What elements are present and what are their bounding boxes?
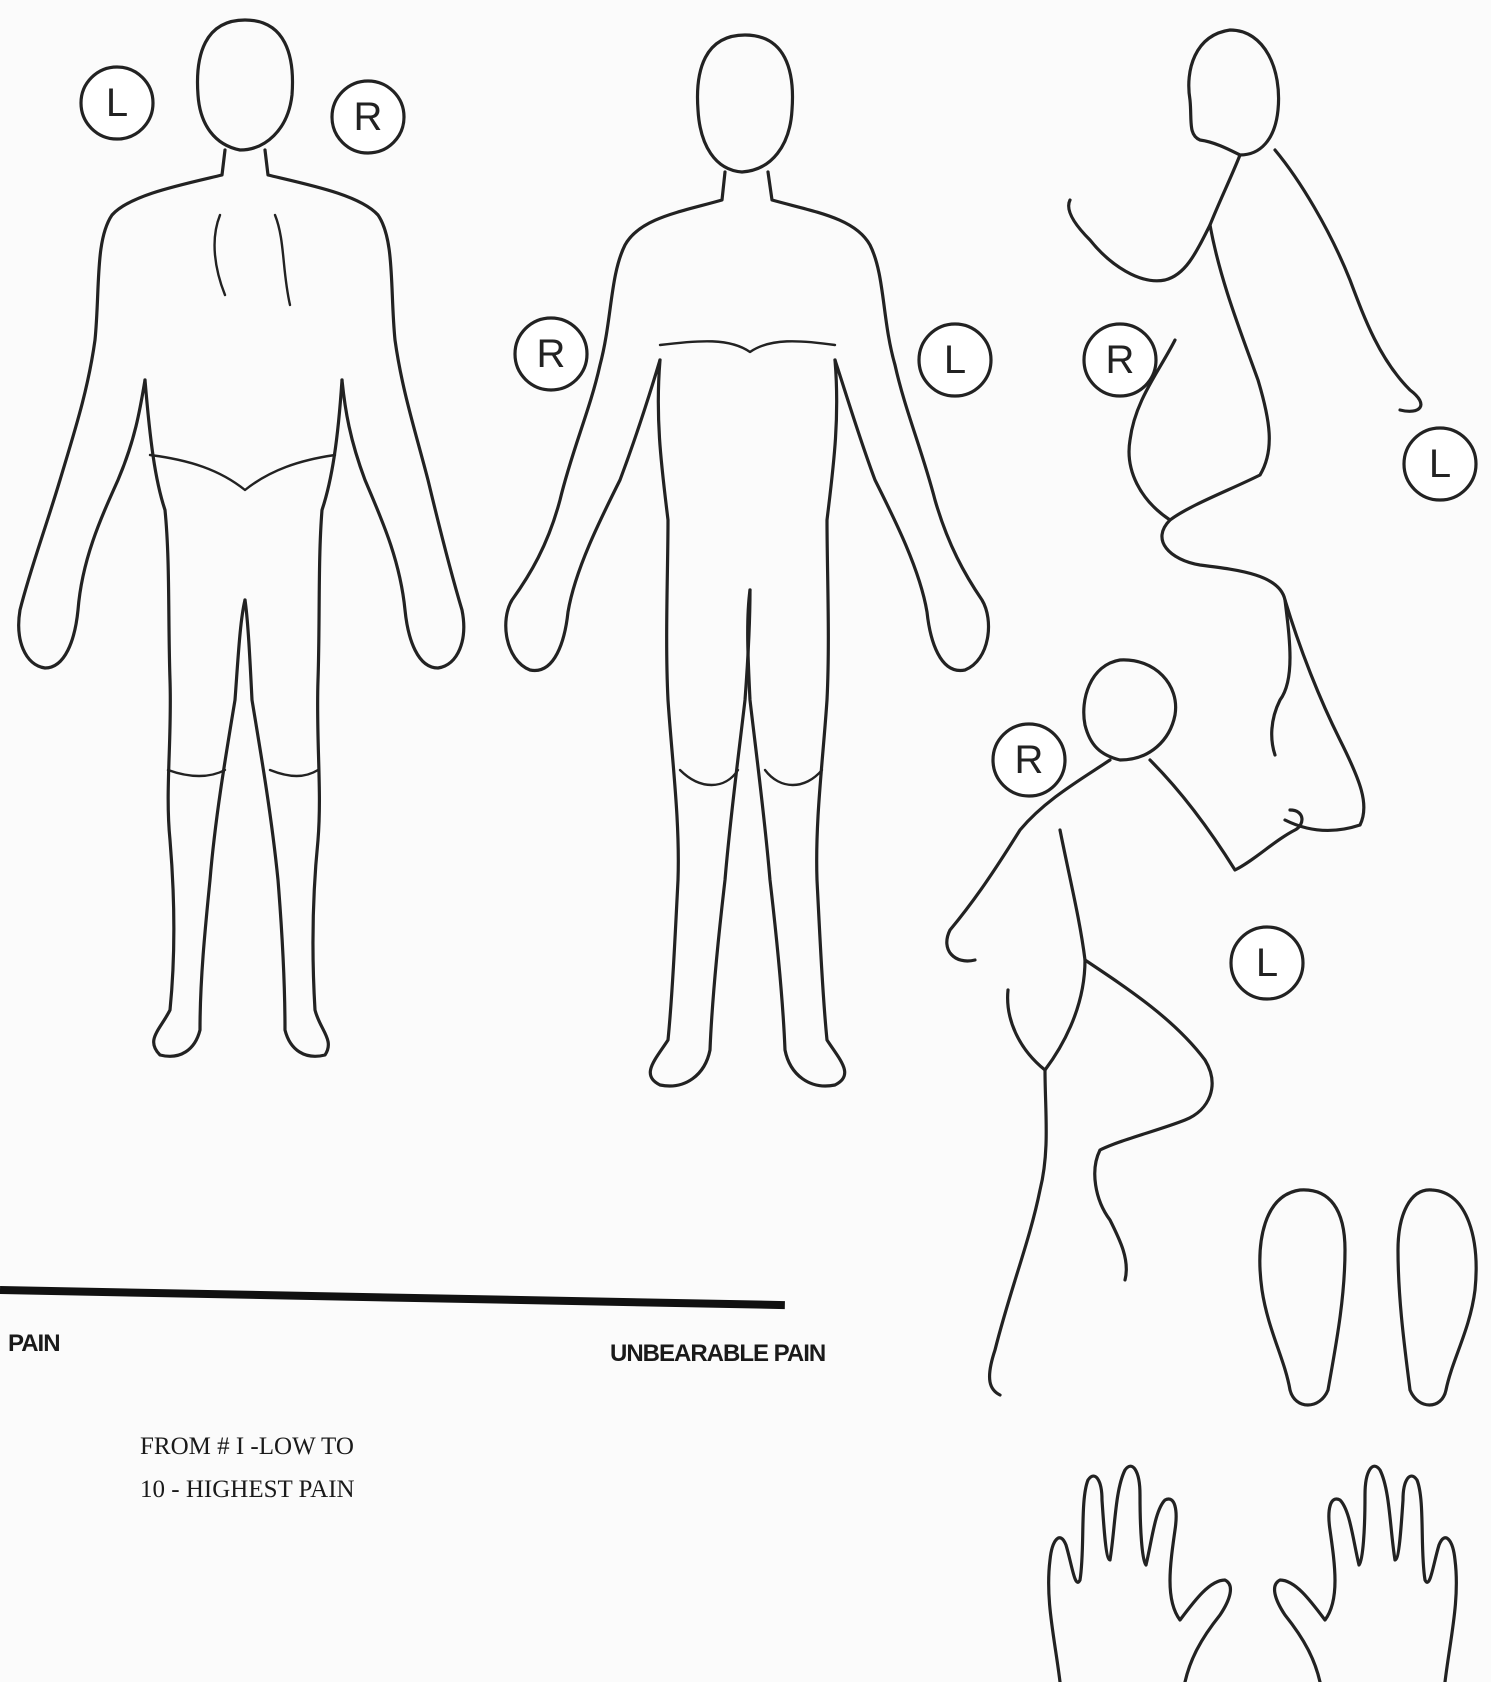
svg-text:R: R: [1106, 338, 1135, 382]
svg-text:L: L: [1256, 941, 1278, 985]
marker-front-right: R: [515, 318, 587, 390]
left-sole: [1260, 1190, 1345, 1405]
svg-text:R: R: [354, 95, 383, 139]
pain-scale-low-label: PAIN: [8, 1330, 60, 1358]
profile-upper-figure: [1069, 30, 1421, 830]
marker-front-left: L: [919, 324, 991, 396]
front-view-figure: [506, 35, 989, 1086]
marker-back-left: L: [81, 67, 153, 139]
marker-profile-upper-right: R: [1084, 324, 1156, 396]
svg-text:L: L: [106, 81, 128, 125]
right-sole: [1398, 1190, 1476, 1405]
left-hand: [1049, 1466, 1231, 1682]
scale-instruction-line1: FROM # I -LOW TO: [140, 1433, 354, 1461]
hands: [1049, 1466, 1457, 1682]
marker-profile-lower-right: R: [993, 724, 1065, 796]
back-view-figure: [19, 20, 464, 1056]
svg-text:L: L: [944, 338, 966, 382]
pain-scale-high-label: UNBEARABLE PAIN: [610, 1340, 825, 1368]
foot-soles: [1260, 1190, 1476, 1405]
right-hand: [1275, 1466, 1457, 1682]
marker-back-right: R: [332, 81, 404, 153]
marker-profile-upper-left: L: [1404, 428, 1476, 500]
svg-text:L: L: [1429, 442, 1451, 486]
scale-instruction-line2: 10 - HIGHEST PAIN: [140, 1476, 355, 1504]
marker-profile-lower-left: L: [1231, 927, 1303, 999]
svg-text:R: R: [1015, 738, 1044, 782]
svg-text:R: R: [537, 332, 566, 376]
